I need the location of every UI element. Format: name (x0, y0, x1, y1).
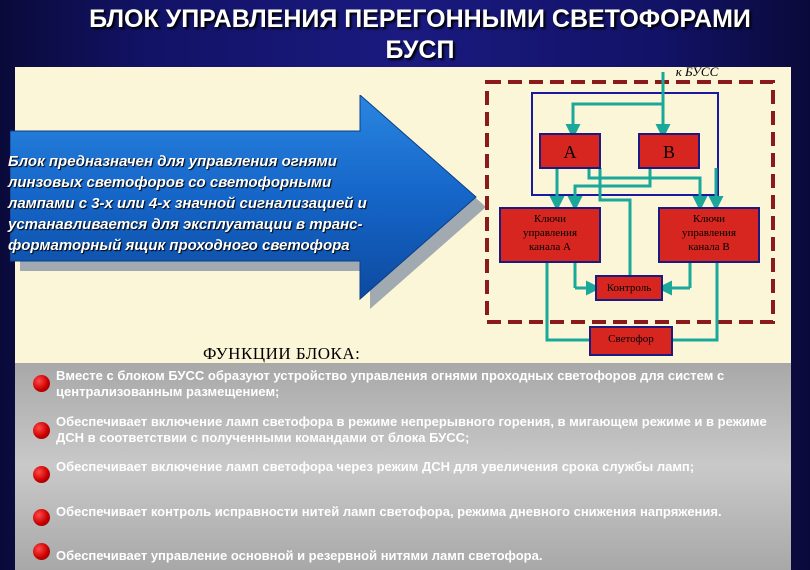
keys-b-label: Ключи управления канала В (681, 213, 737, 253)
description-line: форматорный ящик проходного светофора (8, 237, 350, 254)
function-item: Вместе с блоком БУСС образуют устройство… (56, 368, 725, 399)
signal-label: Светофор (608, 333, 654, 345)
page-title: БЛОК УПРАВЛЕНИЯ ПЕРЕГОННЫМИ СВЕТОФОРАМИ … (0, 4, 810, 66)
description-line: Блок предназначен для управления огнями (8, 153, 337, 170)
bullet-icon (33, 543, 50, 560)
description-arrow (10, 95, 486, 309)
function-item: Обеспечивает включение ламп светофора в … (56, 414, 767, 445)
description-line: устанавливается для эксплуатации в транс… (8, 216, 363, 233)
functions-heading: ФУНКЦИИ БЛОКА: (203, 344, 361, 363)
description-line: линзовых светофоров со светофорными (8, 174, 332, 191)
keys-a-label: Ключи управления канала А (522, 213, 578, 253)
description-text: Блок предназначен для управления огнями … (8, 151, 460, 256)
functions-panel (15, 363, 791, 570)
keys-b-box (658, 207, 760, 263)
description-line: лампами с 3-х или 4-х значной сигнализац… (8, 195, 367, 212)
channel-frame (531, 92, 719, 196)
dashed-frame (485, 80, 775, 324)
channel-b-box (638, 133, 700, 169)
control-box (595, 275, 663, 301)
function-item: Обеспечивает включение ламп светофора че… (56, 459, 695, 474)
function-item: Обеспечивает управление основной и резер… (56, 548, 543, 563)
bullet-icon (33, 466, 50, 483)
title-line-2: БУСП (385, 36, 455, 64)
bullet-icon (33, 509, 50, 526)
channel-a-box (539, 133, 601, 169)
channel-b-label: В (662, 142, 675, 162)
bullet-icon (33, 422, 50, 439)
channel-a-label: А (563, 142, 577, 162)
control-label: Контроль (606, 282, 652, 294)
to-buss-label: к БУСС (675, 64, 719, 79)
function-item: Обеспечивает контроль исправности нитей … (56, 504, 722, 519)
signal-box (589, 326, 673, 356)
bullet-icon (33, 375, 50, 392)
title-line-1: БЛОК УПРАВЛЕНИЯ ПЕРЕГОННЫМИ СВЕТОФОРАМИ (89, 5, 751, 33)
keys-a-box (499, 207, 601, 263)
